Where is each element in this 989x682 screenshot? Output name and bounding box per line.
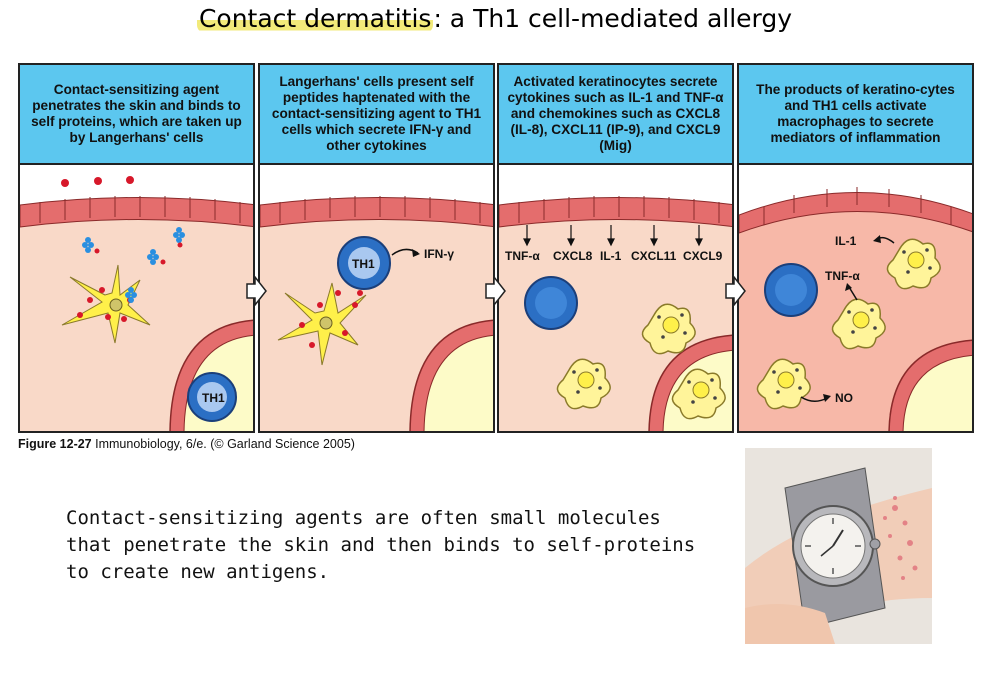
panel-1-illustration: TH1 xyxy=(20,165,253,431)
step-arrow-3 xyxy=(725,276,746,306)
panel-3-cxcl11-label: CXCL11 xyxy=(631,249,677,263)
panel-4-illustration: IL-1 TNF-α NO xyxy=(739,165,972,431)
explanation-text: Contact-sensitizing agents are often sma… xyxy=(66,507,696,583)
panel-3-heading: Activated keratinocytes secrete cytokine… xyxy=(507,74,724,153)
wristwatch-rash-photo xyxy=(745,448,932,644)
panel-3-tnf-label: TNF-α xyxy=(505,249,540,263)
panel-3-heading-box: Activated keratinocytes secrete cytokine… xyxy=(499,65,732,165)
panel-2-ifn-label: IFN-γ xyxy=(424,247,454,261)
panel-2-th1-label: TH1 xyxy=(352,257,375,271)
panel-2: Langerhans' cells present self peptides … xyxy=(258,63,495,433)
panel-4: The products of keratino-cytes and TH1 c… xyxy=(737,63,974,433)
panel-1-th1-label: TH1 xyxy=(202,391,225,405)
step-arrow-1 xyxy=(246,276,267,306)
panel-2-heading-box: Langerhans' cells present self peptides … xyxy=(260,65,493,165)
slide-title: Contact dermatitis: a Th1 cell-mediated … xyxy=(0,4,989,33)
panel-1: Contact-sensitizing agent penetrates the… xyxy=(18,63,255,433)
figure-source: Immunobiology, 6/e. (© Garland Science 2… xyxy=(95,437,355,451)
figure-caption: Figure 12-27 Immunobiology, 6/e. (© Garl… xyxy=(18,437,355,451)
panel-4-il1-label: IL-1 xyxy=(835,234,857,248)
panel-1-heading-box: Contact-sensitizing agent penetrates the… xyxy=(20,65,253,165)
panel-4-heading-box: The products of keratino-cytes and TH1 c… xyxy=(739,65,972,165)
step-arrow-2 xyxy=(485,276,506,306)
panel-4-tnf-label: TNF-α xyxy=(825,269,860,283)
panel-3-illustration: TNF-α CXCL8 IL-1 CXCL11 CXCL9 xyxy=(499,165,732,431)
figure-number: Figure 12-27 xyxy=(18,437,92,451)
panel-1-heading: Contact-sensitizing agent penetrates the… xyxy=(31,82,242,145)
panel-3: Activated keratinocytes secrete cytokine… xyxy=(497,63,734,433)
panel-3-cxcl8-label: CXCL8 xyxy=(553,249,593,263)
panel-3-cxcl9-label: CXCL9 xyxy=(683,249,723,263)
title-rest: : a Th1 cell-mediated allergy xyxy=(433,4,793,33)
title-highlight: Contact dermatitis xyxy=(196,4,434,33)
panel-3-il1-label: IL-1 xyxy=(600,249,622,263)
panel-2-heading: Langerhans' cells present self peptides … xyxy=(271,74,482,153)
panel-4-heading: The products of keratino-cytes and TH1 c… xyxy=(756,82,955,145)
panel-4-no-label: NO xyxy=(835,391,853,405)
panel-2-illustration: TH1 IFN-γ xyxy=(260,165,493,431)
